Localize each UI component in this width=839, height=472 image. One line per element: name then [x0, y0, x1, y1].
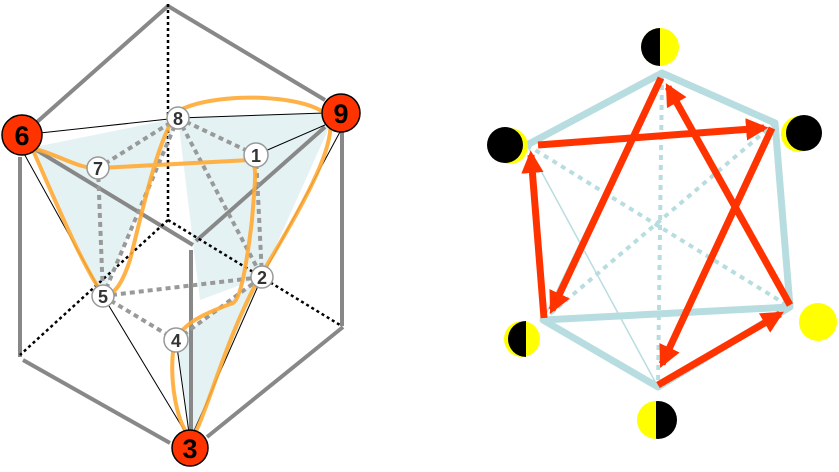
node-6: 6 [14, 121, 29, 151]
node-5: 5 [98, 287, 108, 307]
orange-curve [28, 95, 333, 441]
moon-lower-right-icon [799, 303, 837, 341]
moon-upper-left-icon [487, 127, 528, 164]
arrow-ll-to-ul [521, 150, 548, 319]
arrow-b-to-lr [656, 310, 784, 389]
red-arrows [521, 76, 794, 389]
arrow-ul-to-ur [537, 118, 769, 149]
moon-top-icon [641, 28, 679, 66]
node-9: 9 [333, 99, 348, 129]
highlight-circles [1, 93, 361, 467]
arrow-lr-to-t [664, 83, 794, 307]
moon-upper-right-icon [781, 115, 822, 152]
node-8: 8 [173, 109, 183, 129]
arrow-t-to-ll [548, 76, 665, 315]
node-7: 7 [93, 159, 103, 179]
moon-lower-left-icon [504, 321, 540, 357]
node-1: 1 [251, 146, 261, 166]
moon-bottom-icon [637, 401, 677, 439]
node-3: 3 [182, 434, 197, 464]
node-2: 2 [257, 268, 267, 288]
hexagon-edges [525, 69, 794, 391]
outer-hexagon [18, 4, 345, 445]
octahedron-diagram [487, 28, 837, 439]
dotted-diagonals [525, 74, 792, 386]
node-4: 4 [171, 331, 181, 351]
arrow-ur-to-b [658, 126, 776, 369]
node-circles [86, 106, 274, 353]
cube-diagram: 8 7 1 5 2 4 6 9 3 [1, 4, 361, 467]
